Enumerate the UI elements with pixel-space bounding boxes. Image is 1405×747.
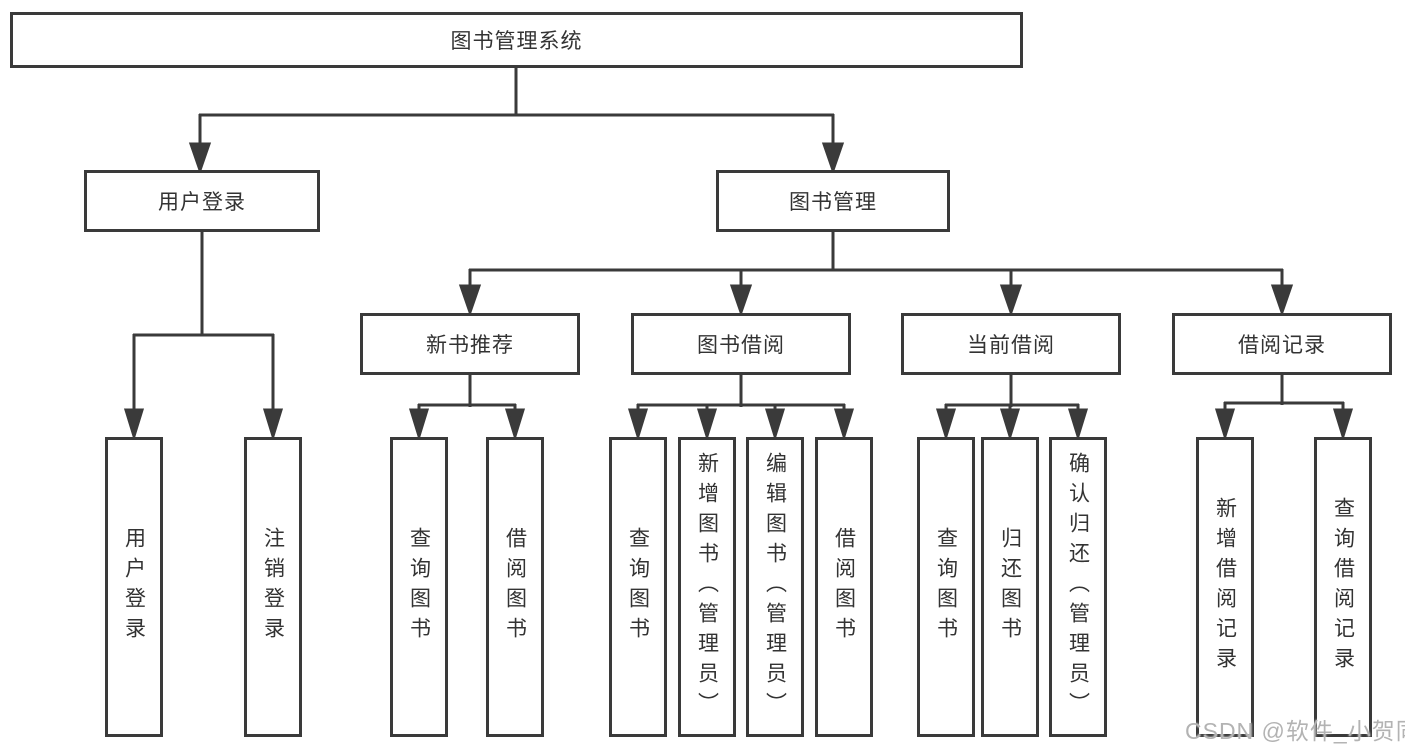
- arrowhead: [1270, 284, 1294, 317]
- leaf-confirm-return-admin: 确认归还（管理员）: [1049, 437, 1107, 737]
- node-book-borrow-label: 图书借阅: [697, 334, 785, 357]
- arrowhead: [123, 408, 145, 442]
- leaf-query-books-current-label: 查询图书: [934, 527, 958, 647]
- node-user-login-label: 用户登录: [158, 191, 246, 214]
- leaf-add-book-admin: 新增图书（管理员）: [678, 437, 736, 737]
- leaf-query-books-current: 查询图书: [917, 437, 975, 737]
- watermark: CSDN @软件_小贺同学: [1185, 718, 1405, 744]
- leaf-borrow-books: 借阅图书: [815, 437, 873, 737]
- arrowhead: [729, 284, 753, 317]
- node-current-borrow: 当前借阅: [901, 313, 1121, 375]
- node-current-borrow-label: 当前借阅: [967, 334, 1055, 357]
- arrowhead: [504, 408, 526, 442]
- leaf-borrow-books-recommend: 借阅图书: [486, 437, 544, 737]
- arrowhead: [408, 408, 430, 442]
- arrowhead: [833, 408, 855, 442]
- leaf-add-book-admin-label: 新增图书（管理员）: [695, 452, 719, 722]
- arrowhead: [1214, 408, 1236, 442]
- leaf-query-books-borrow: 查询图书: [609, 437, 667, 737]
- node-borrow-records-label: 借阅记录: [1238, 334, 1326, 357]
- leaf-edit-book-admin-label: 编辑图书（管理员）: [763, 452, 787, 722]
- arrowhead: [935, 408, 957, 442]
- leaf-logout-label: 注销登录: [261, 527, 285, 647]
- leaf-query-borrow-record-label: 查询借阅记录: [1331, 497, 1355, 677]
- node-book-management-label: 图书管理: [789, 191, 877, 214]
- arrowhead: [764, 408, 786, 442]
- connector-group: [123, 68, 1354, 442]
- arrowhead: [999, 284, 1023, 317]
- leaf-user-login: 用户登录: [105, 437, 163, 737]
- node-borrow-records: 借阅记录: [1172, 313, 1392, 375]
- arrowhead: [821, 142, 845, 175]
- arrowhead: [262, 408, 284, 442]
- node-user-login: 用户登录: [84, 170, 320, 232]
- leaf-add-borrow-record: 新增借阅记录: [1196, 437, 1254, 737]
- leaf-borrow-books-label: 借阅图书: [832, 527, 856, 647]
- leaf-query-borrow-record: 查询借阅记录: [1314, 437, 1372, 737]
- arrowhead: [188, 142, 212, 175]
- leaf-query-books-recommend: 查询图书: [390, 437, 448, 737]
- arrowhead: [696, 408, 718, 442]
- node-root: 图书管理系统: [10, 12, 1023, 68]
- arrowhead: [627, 408, 649, 442]
- node-root-label: 图书管理系统: [450, 30, 583, 53]
- leaf-query-books-recommend-label: 查询图书: [407, 527, 431, 647]
- leaf-return-book: 归还图书: [981, 437, 1039, 737]
- leaf-logout: 注销登录: [244, 437, 302, 737]
- node-book-borrow: 图书借阅: [631, 313, 851, 375]
- arrowhead: [1332, 408, 1354, 442]
- arrowhead: [1067, 408, 1089, 442]
- node-new-book-recommend: 新书推荐: [360, 313, 580, 375]
- node-new-book-recommend-label: 新书推荐: [426, 334, 514, 357]
- leaf-add-borrow-record-label: 新增借阅记录: [1213, 497, 1237, 677]
- leaf-borrow-books-recommend-label: 借阅图书: [503, 527, 527, 647]
- leaf-user-login-label: 用户登录: [122, 527, 146, 647]
- leaf-confirm-return-admin-label: 确认归还（管理员）: [1066, 452, 1090, 722]
- arrowhead: [999, 408, 1021, 442]
- leaf-return-book-label: 归还图书: [998, 527, 1022, 647]
- node-book-management: 图书管理: [716, 170, 950, 232]
- leaf-edit-book-admin: 编辑图书（管理员）: [746, 437, 804, 737]
- arrowhead: [458, 284, 482, 317]
- leaf-query-books-borrow-label: 查询图书: [626, 527, 650, 647]
